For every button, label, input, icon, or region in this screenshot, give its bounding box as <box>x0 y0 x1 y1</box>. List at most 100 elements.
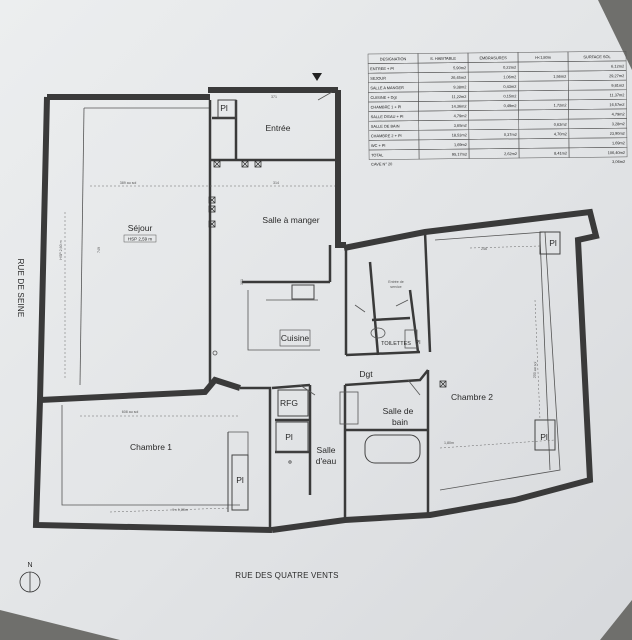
label-chambre-1: Chambre 1 <box>130 442 172 452</box>
table-cell <box>468 138 520 150</box>
dim-chambre2-low: 1,80m <box>444 441 454 445</box>
dim-chambre2-top: 246 <box>481 247 487 251</box>
table-cell-text: 11,37m2 <box>610 92 625 97</box>
label-pl-rfg: Pl <box>285 432 293 442</box>
table-cell-text: 0,49m2 <box>504 103 517 108</box>
dim-chambre2-height: 200 au sol <box>533 361 538 378</box>
dim-chambre1-width: 608 au sol <box>122 410 139 414</box>
table-cell-text: 3,65m2 <box>454 123 467 128</box>
label-pl-entree: Pl <box>220 103 228 113</box>
table-header-text: SURFACE SOL <box>583 54 611 59</box>
label-pl-chambre-2-top: Pl <box>549 238 557 248</box>
table-cell-text: TOTAL <box>371 152 384 157</box>
table-cell-text: 0,22m2 <box>503 65 516 70</box>
dim-sejour-hsp: HSP 2,60 m <box>59 240 63 259</box>
table-cell <box>518 90 569 101</box>
label-sejour-hsp: HSP 2,59 m <box>128 237 152 242</box>
table-cell <box>518 138 570 149</box>
label-chambre-2: Chambre 2 <box>451 392 493 402</box>
table-header-text: S. HABITABLE <box>430 56 456 61</box>
table-cell-text: 3,28m2 <box>612 121 625 126</box>
label-pl-chambre-1: Pl <box>236 475 244 485</box>
table-cell-text: SALLE A MANGER <box>370 85 404 90</box>
table-cell-text: 9,38m2 <box>453 84 466 89</box>
table-cell-text: 8,41m2 <box>554 151 567 156</box>
table-cell-text: 5,90m2 <box>453 65 466 70</box>
dim-sejour-width: 389 au sol <box>120 181 137 185</box>
table-cell-text: 106,40m2 <box>608 150 625 155</box>
label-salle-de-bain-2: bain <box>392 417 408 427</box>
table-cell <box>568 147 628 158</box>
table-cell-text: 95,17m2 <box>452 152 467 157</box>
table-cell-text: 0,15m2 <box>503 93 516 98</box>
table-cell-text: 1,69m2 <box>454 142 467 147</box>
table-cell-text: WC + Pl <box>371 143 386 148</box>
table-cell-text: 1,69m2 <box>612 140 625 145</box>
table-cell-text: SALLE D'EAU + Pl <box>371 114 404 119</box>
table-cell-text: ENTREE + Pl <box>370 66 394 71</box>
table-cell-text: CHAMBRE 2 + Pl <box>371 133 402 138</box>
compass-north-label: N <box>27 562 32 569</box>
table-cell-text: 18,53m2 <box>452 132 467 137</box>
dim-cuisine-height: 381 <box>240 279 244 285</box>
table-cave-surface: 3,06m2 <box>612 159 625 164</box>
label-toilettes: TOILETTES <box>381 341 411 347</box>
table-cell-text: 16,57m2 <box>609 102 624 107</box>
table-cell-text: 6,12m2 <box>611 64 624 69</box>
label-entree: Entrée <box>265 123 290 133</box>
label-pl-toilettes: Pl <box>416 340 421 346</box>
street-rue-des-quatre-vents: RUE DES QUATRE VENTS <box>235 571 338 580</box>
table-cell <box>518 80 569 92</box>
ventilation-markers <box>208 160 447 388</box>
street-rue-de-seine: RUE DE SEINE <box>16 259 25 318</box>
table-cell-text: 0,43m2 <box>503 84 516 89</box>
label-entree-service-1: Entrée de <box>388 280 404 284</box>
label-rfg: RFG <box>280 398 298 408</box>
label-dgt: Dgt <box>359 369 373 379</box>
table-cave-label: CAVE N° 20 <box>371 161 393 166</box>
table-cell-text: 4,79m2 <box>454 113 467 118</box>
fixtures <box>212 284 421 464</box>
interior-walls <box>39 100 561 530</box>
table-cell-text: 1,72m2 <box>554 103 567 108</box>
label-salle-eau-2: d'eau <box>316 456 337 466</box>
table-cell-text: 0,37m2 <box>504 132 517 137</box>
label-pl-chambre-2-bottom: Pl <box>540 432 548 442</box>
compass-icon: N <box>19 562 41 593</box>
table-cell <box>517 61 569 72</box>
table-cell-text: 26,45m2 <box>451 75 466 80</box>
label-cuisine: Cuisine <box>281 333 310 343</box>
table-cell-text: 0,63m2 <box>554 122 567 127</box>
label-salle-de-bain-1: Salle de <box>383 406 414 416</box>
entrance-arrow-icon <box>312 73 322 81</box>
door-swings <box>299 91 421 396</box>
dim-salle-manger-width: 314 <box>273 181 279 185</box>
table-cell <box>518 109 569 120</box>
table-cell <box>468 109 519 121</box>
table-cell <box>468 119 520 131</box>
table-cell-text: 2,62m2 <box>504 151 517 156</box>
table-header-text: EMBRASURES <box>479 55 507 60</box>
table-cell-text: 9,81m2 <box>611 83 624 88</box>
dim-sejour-height: 749 <box>97 247 101 253</box>
table-cell-text: CHAMBRE 1 + Pl <box>371 104 402 109</box>
table-cell-text: CUISINE + Dgt <box>370 95 397 100</box>
table-cell-text: 23,90m2 <box>610 131 625 136</box>
dim-entree-width: 371 <box>271 95 277 99</box>
label-entree-service-2: service <box>390 285 401 289</box>
table-header-text: DESIGNATION <box>380 56 407 61</box>
label-sejour: Séjour <box>128 223 153 233</box>
closets <box>217 99 561 511</box>
exterior-walls <box>32 87 600 533</box>
table-cell-text: 29,27m2 <box>609 73 624 78</box>
dim-chambre1-bottom: 9 x 1,80m <box>172 508 188 512</box>
label-salle-eau-1: Salle <box>317 445 336 455</box>
table-cell-text: 4,70m2 <box>554 131 567 136</box>
table-cell-text: 4,79m2 <box>612 112 625 117</box>
table-cell-text: 11,22m2 <box>452 94 467 99</box>
table-cell-text: 14,36m2 <box>451 104 466 109</box>
table-header-text: H<1,80m <box>535 55 551 60</box>
table-cell-text: 1,56m2 <box>553 74 566 79</box>
